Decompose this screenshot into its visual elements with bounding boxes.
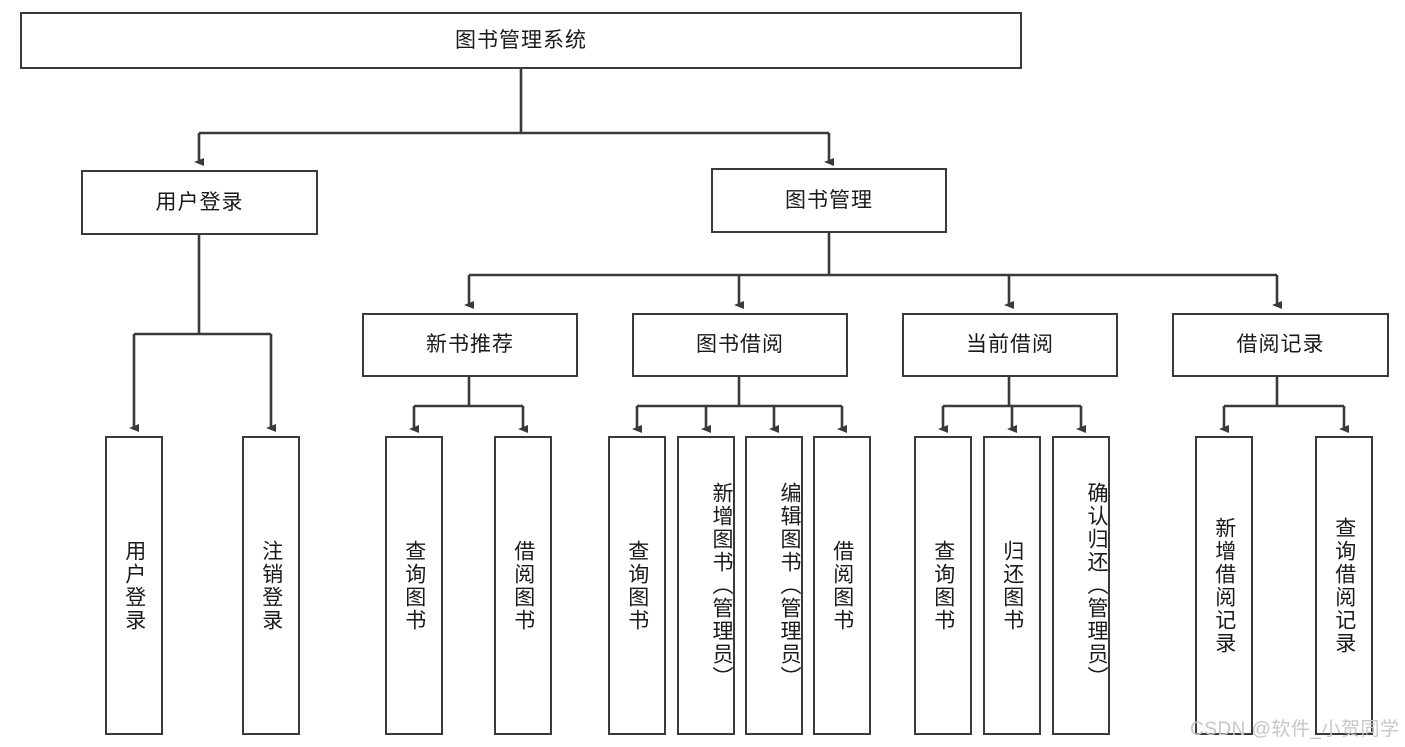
node-leaf-return-book-label: 归还图书 (1000, 539, 1024, 632)
node-leaf-add-book-label: 新增图书（管理员） (710, 482, 733, 689)
node-leaf-add-book[interactable]: 新增图书（管理员） (677, 436, 735, 735)
node-leaf-borrow-book-1-label: 借阅图书 (511, 539, 535, 632)
node-leaf-logout-login-label: 注销登录 (259, 539, 283, 632)
node-user-login[interactable]: 用户登录 (81, 170, 318, 235)
node-leaf-query-book-1-label: 查询图书 (402, 539, 426, 632)
node-root-label: 图书管理系统 (455, 28, 587, 52)
node-leaf-user-login-label: 用户登录 (122, 539, 146, 632)
node-leaf-borrow-book-2[interactable]: 借阅图书 (813, 436, 871, 735)
node-leaf-query-book-3[interactable]: 查询图书 (914, 436, 972, 735)
node-leaf-confirm-return-label: 确认归还（管理员） (1085, 482, 1108, 689)
node-leaf-add-record[interactable]: 新增借阅记录 (1195, 436, 1253, 735)
node-root[interactable]: 图书管理系统 (20, 12, 1022, 69)
node-leaf-borrow-book-1[interactable]: 借阅图书 (494, 436, 552, 735)
node-leaf-add-record-label: 新增借阅记录 (1212, 516, 1236, 655)
node-borrow-record[interactable]: 借阅记录 (1172, 313, 1389, 377)
node-leaf-edit-book-label: 编辑图书（管理员） (778, 482, 801, 689)
node-leaf-logout-login[interactable]: 注销登录 (242, 436, 300, 735)
node-leaf-query-book-3-label: 查询图书 (931, 539, 955, 632)
node-leaf-query-book-2[interactable]: 查询图书 (608, 436, 666, 735)
node-book-borrow[interactable]: 图书借阅 (632, 313, 848, 377)
node-leaf-query-record[interactable]: 查询借阅记录 (1315, 436, 1373, 735)
node-new-book-recommend-label: 新书推荐 (426, 333, 514, 357)
node-book-management-label: 图书管理 (785, 188, 873, 212)
node-current-borrow-label: 当前借阅 (966, 333, 1054, 357)
node-book-management[interactable]: 图书管理 (711, 168, 947, 233)
node-user-login-label: 用户登录 (155, 190, 244, 214)
node-leaf-return-book[interactable]: 归还图书 (983, 436, 1041, 735)
node-leaf-user-login[interactable]: 用户登录 (105, 436, 163, 735)
node-new-book-recommend[interactable]: 新书推荐 (362, 313, 578, 377)
node-leaf-query-book-1[interactable]: 查询图书 (385, 436, 443, 735)
node-leaf-query-book-2-label: 查询图书 (625, 539, 649, 632)
csdn-watermark: CSDN @软件_小贺同学 (1190, 719, 1400, 740)
node-book-borrow-label: 图书借阅 (696, 333, 784, 357)
node-current-borrow[interactable]: 当前借阅 (902, 313, 1118, 377)
node-leaf-query-record-label: 查询借阅记录 (1332, 516, 1356, 655)
node-leaf-edit-book[interactable]: 编辑图书（管理员） (745, 436, 803, 735)
node-borrow-record-label: 借阅记录 (1236, 333, 1325, 357)
node-leaf-confirm-return[interactable]: 确认归还（管理员） (1052, 436, 1110, 735)
node-leaf-borrow-book-2-label: 借阅图书 (830, 539, 854, 632)
